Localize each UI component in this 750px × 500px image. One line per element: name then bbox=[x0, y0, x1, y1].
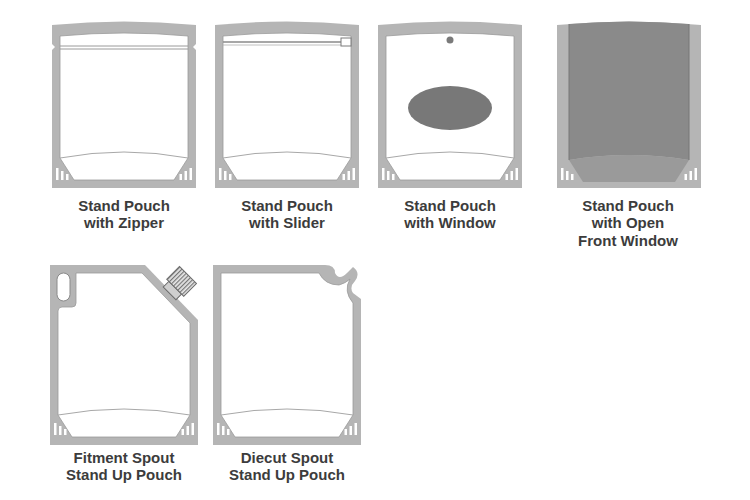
diecut-spout-pouch bbox=[213, 265, 361, 445]
pouch-caption: Stand Pouch with Slider bbox=[231, 197, 343, 232]
slider-pouch bbox=[215, 22, 359, 189]
fitment-spout-pouch bbox=[50, 265, 198, 445]
open-front-window-pouch bbox=[557, 22, 701, 189]
window-pouch bbox=[378, 22, 522, 189]
pouch-caption: Stand Pouch with Zipper bbox=[68, 197, 180, 232]
pouch-caption: Stand Pouch with Open Front Window bbox=[572, 197, 684, 249]
zipper-pouch bbox=[52, 22, 196, 189]
pouch-caption: Stand Pouch with Window bbox=[394, 197, 506, 232]
pouch-caption: Fitment Spout Stand Up Pouch bbox=[60, 449, 188, 484]
pouch-caption: Diecut Spout Stand Up Pouch bbox=[223, 449, 351, 484]
